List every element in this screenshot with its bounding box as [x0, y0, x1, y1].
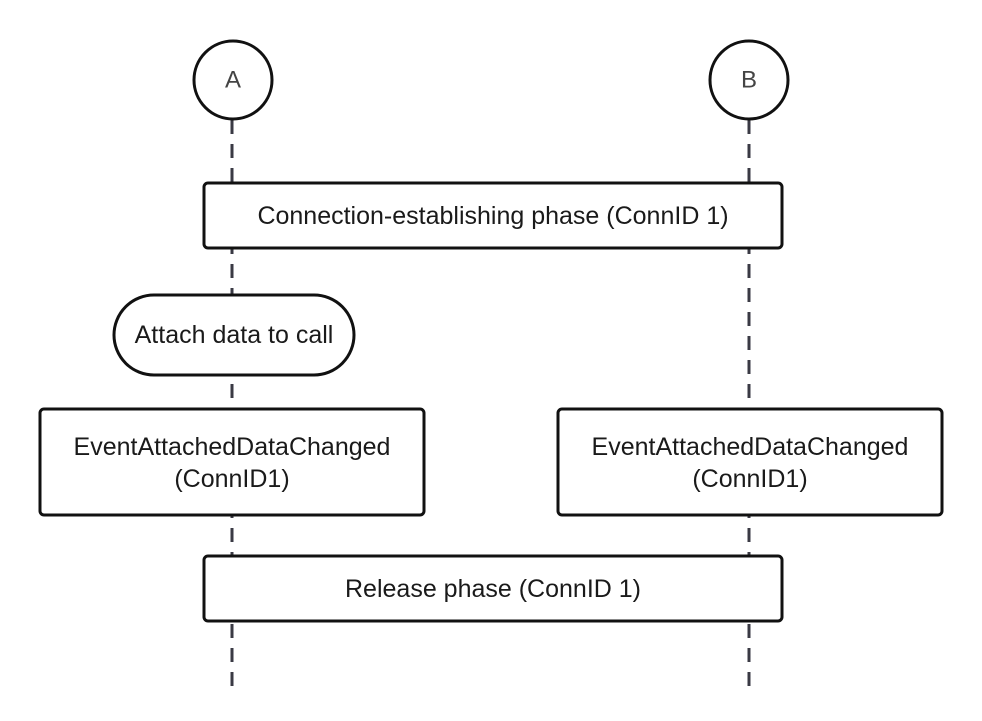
event-attached-data-changed-a-line1: EventAttachedDataChanged — [74, 433, 391, 461]
event-attached-data-changed-a-line2: (ConnID1) — [174, 465, 289, 493]
event-attached-data-changed-b-line1: EventAttachedDataChanged — [592, 433, 909, 461]
attach-data-to-call-box: Attach data to call — [112, 293, 356, 377]
actor-a-label: A — [225, 67, 241, 94]
release-phase-label: Release phase (ConnID 1) — [345, 575, 641, 603]
event-attached-data-changed-b-line2: (ConnID1) — [692, 465, 807, 493]
release-phase-box: Release phase (ConnID 1) — [202, 554, 784, 623]
event-attached-data-changed-a-box: EventAttachedDataChanged (ConnID1) — [38, 407, 426, 517]
attach-data-to-call-label: Attach data to call — [135, 321, 334, 349]
connection-establishing-phase-box: Connection-establishing phase (ConnID 1) — [202, 181, 784, 250]
connection-establishing-phase-label: Connection-establishing phase (ConnID 1) — [257, 202, 728, 230]
event-attached-data-changed-b-box: EventAttachedDataChanged (ConnID1) — [556, 407, 944, 517]
actor-b: B — [708, 39, 790, 121]
actor-a: A — [192, 39, 274, 121]
actor-b-label: B — [741, 67, 757, 94]
